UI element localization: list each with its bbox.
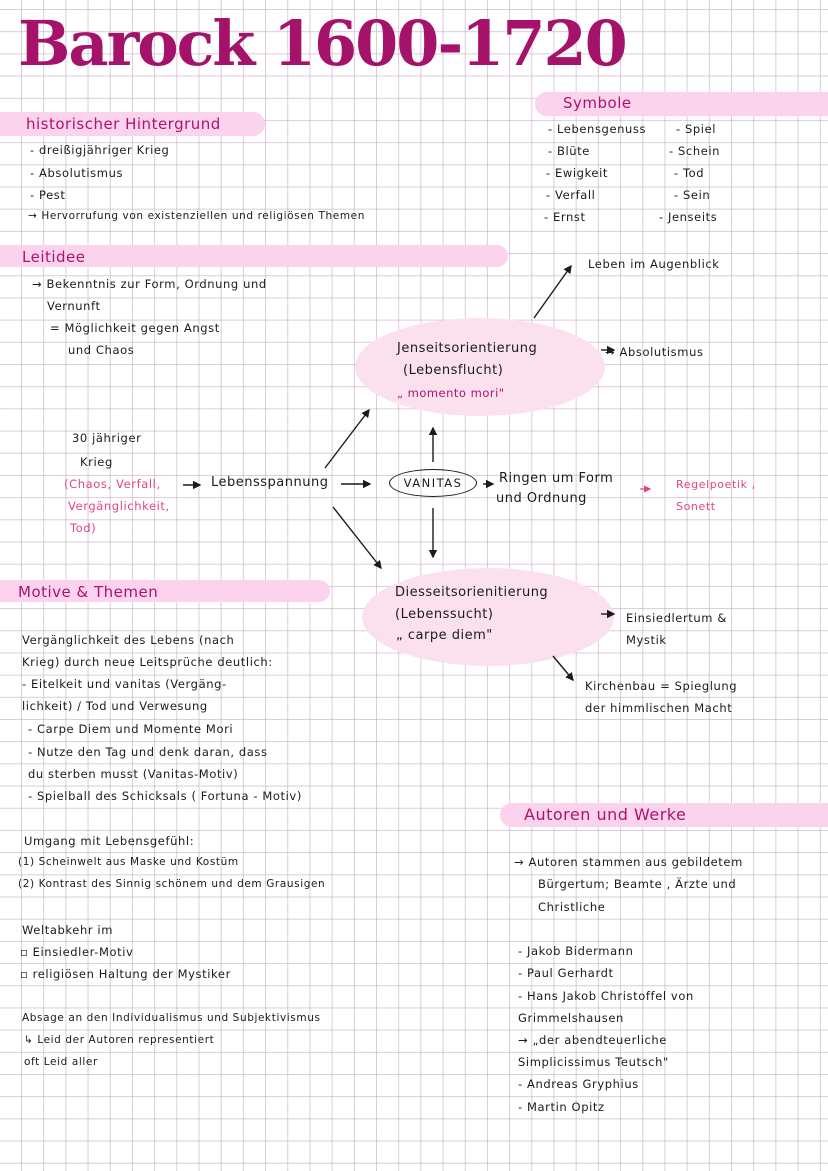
diesseits-blob [362,568,614,666]
motive-line: Vergänglichkeit des Lebens (nach [22,633,235,647]
absage-line: Absage an den Individualismus und Subjek… [22,1012,321,1024]
author-item: Grimmelshausen [518,1011,624,1025]
weltabkehr-line: Weltabkehr im [22,923,114,937]
author-item: Simplicissimus Teutsch" [518,1055,669,1069]
jenseits-title: Jenseitsorientierung [397,341,538,356]
motive-line: du sterben musst (Vanitas-Motiv) [28,767,239,781]
page-title: Barock 1600-1720 [18,7,628,80]
kirchenbau-line: Kirchenbau = Spieglung [585,679,738,693]
lebensspannung: Lebensspannung [211,475,329,490]
einsiedlertum-line: Einsiedlertum & [626,611,727,625]
diesseits-quote: „ carpe diem" [396,628,493,643]
leitidee-line: = Möglichkeit gegen Angst [50,321,220,335]
symbol-item: - Blüte [548,144,590,158]
author-item: → „der abendteuerliche [518,1033,667,1047]
heading-highlight [0,245,508,267]
kirchenbau-line: der himmlischen Macht [585,701,733,715]
list-item: - Pest [30,188,66,202]
symbol-item: - Jenseits [659,210,718,224]
list-item: - Absolutismus [30,166,124,180]
sonett: Sonett [676,500,716,513]
ringen-line: und Ordnung [496,491,587,506]
symbol-item: - Sein [674,188,711,202]
umgang-line: (2) Kontrast des Sinnig schönem und dem … [18,878,326,890]
list-item: → Hervorrufung von existenziellen und re… [28,210,365,222]
heading-highlight [0,580,330,602]
einsiedlertum-line: Mystik [626,633,667,647]
absage-line: oft Leid aller [24,1056,98,1068]
author-item: - Andreas Gryphius [518,1077,639,1091]
leben-im-augenblick: Leben im Augenblick [588,257,720,271]
krieg-pink-line: (Chaos, Verfall, [64,477,161,491]
umgang-line: Umgang mit Lebensgefühl: [24,834,195,848]
author-item: - Hans Jakob Christoffel von [518,989,694,1003]
motive-line: lichkeit) / Tod und Verwesung [22,699,208,713]
heading-motive-themen: Motive & Themen [18,583,159,601]
krieg-line: Krieg [80,455,113,469]
symbol-item: - Lebensgenuss [548,122,647,136]
krieg-pink-line: Vergänglichkeit, [68,499,170,513]
motive-line: - Carpe Diem und Momente Mori [28,722,234,736]
ringen-line: Ringen um Form [499,471,614,486]
absolutismus-note: → Absolutismus [605,345,704,359]
autoren-intro-line: → Autoren stammen aus gebildetem [514,855,743,869]
heading-symbole: Symbole [563,94,632,112]
author-item: - Paul Gerhardt [518,966,614,980]
autoren-intro-line: Bürgertum; Beamte , Ärzte und [538,877,737,891]
heading-highlight [500,803,828,827]
symbol-item: - Spiel [676,122,717,136]
symbol-item: - Verfall [546,188,596,202]
absage-line: ↳ Leid der Autoren representiert [24,1034,215,1046]
krieg-line: 30 jähriger [72,431,142,445]
motive-line: - Eitelkeit und vanitas (Vergäng- [22,677,227,691]
symbol-item: - Tod [674,166,705,180]
heading-autoren-werke: Autoren und Werke [524,805,687,824]
leitidee-line: → Bekenntnis zur Form, Ordnung und [32,277,267,291]
author-item: - Jakob Bidermann [518,944,634,958]
jenseits-blob [355,318,605,416]
heading-historischer-hintergrund: historischer Hintergrund [26,115,221,133]
diesseits-title: Diesseitsorienitierung [395,585,549,600]
weltabkehr-line: ▫ religiösen Haltung der Mystiker [20,967,231,981]
symbol-item: - Ernst [544,210,586,224]
jenseits-quote: „ momento mori" [397,386,505,400]
heading-highlight [535,92,828,116]
weltabkehr-line: ▫ Einsiedler-Motiv [20,945,134,959]
author-item: - Martin Opitz [518,1100,605,1114]
regelpoetik: Regelpoetik , [676,478,756,491]
symbol-item: - Schein [669,144,721,158]
list-item: - dreißigjähriger Krieg [30,143,170,157]
motive-line: - Nutze den Tag und denk daran, dass [28,745,268,759]
vanitas-node: VANITAS [389,469,477,497]
umgang-line: (1) Scheinwelt aus Maske und Kostüm [18,856,239,868]
motive-line: Krieg) durch neue Leitsprüche deutlich: [22,655,273,669]
motive-line: - Spielball des Schicksals ( Fortuna - M… [28,789,302,803]
jenseits-sub: (Lebensflucht) [403,363,504,378]
leitidee-line: Vernunft [47,299,101,313]
heading-leitidee: Leitidee [22,248,86,266]
krieg-pink-line: Tod) [70,521,97,535]
leitidee-line: und Chaos [68,343,135,357]
heading-highlight [0,112,265,136]
diesseits-sub: (Lebenssucht) [395,607,494,622]
symbol-item: - Ewigkeit [546,166,609,180]
autoren-intro-line: Christliche [538,900,606,914]
